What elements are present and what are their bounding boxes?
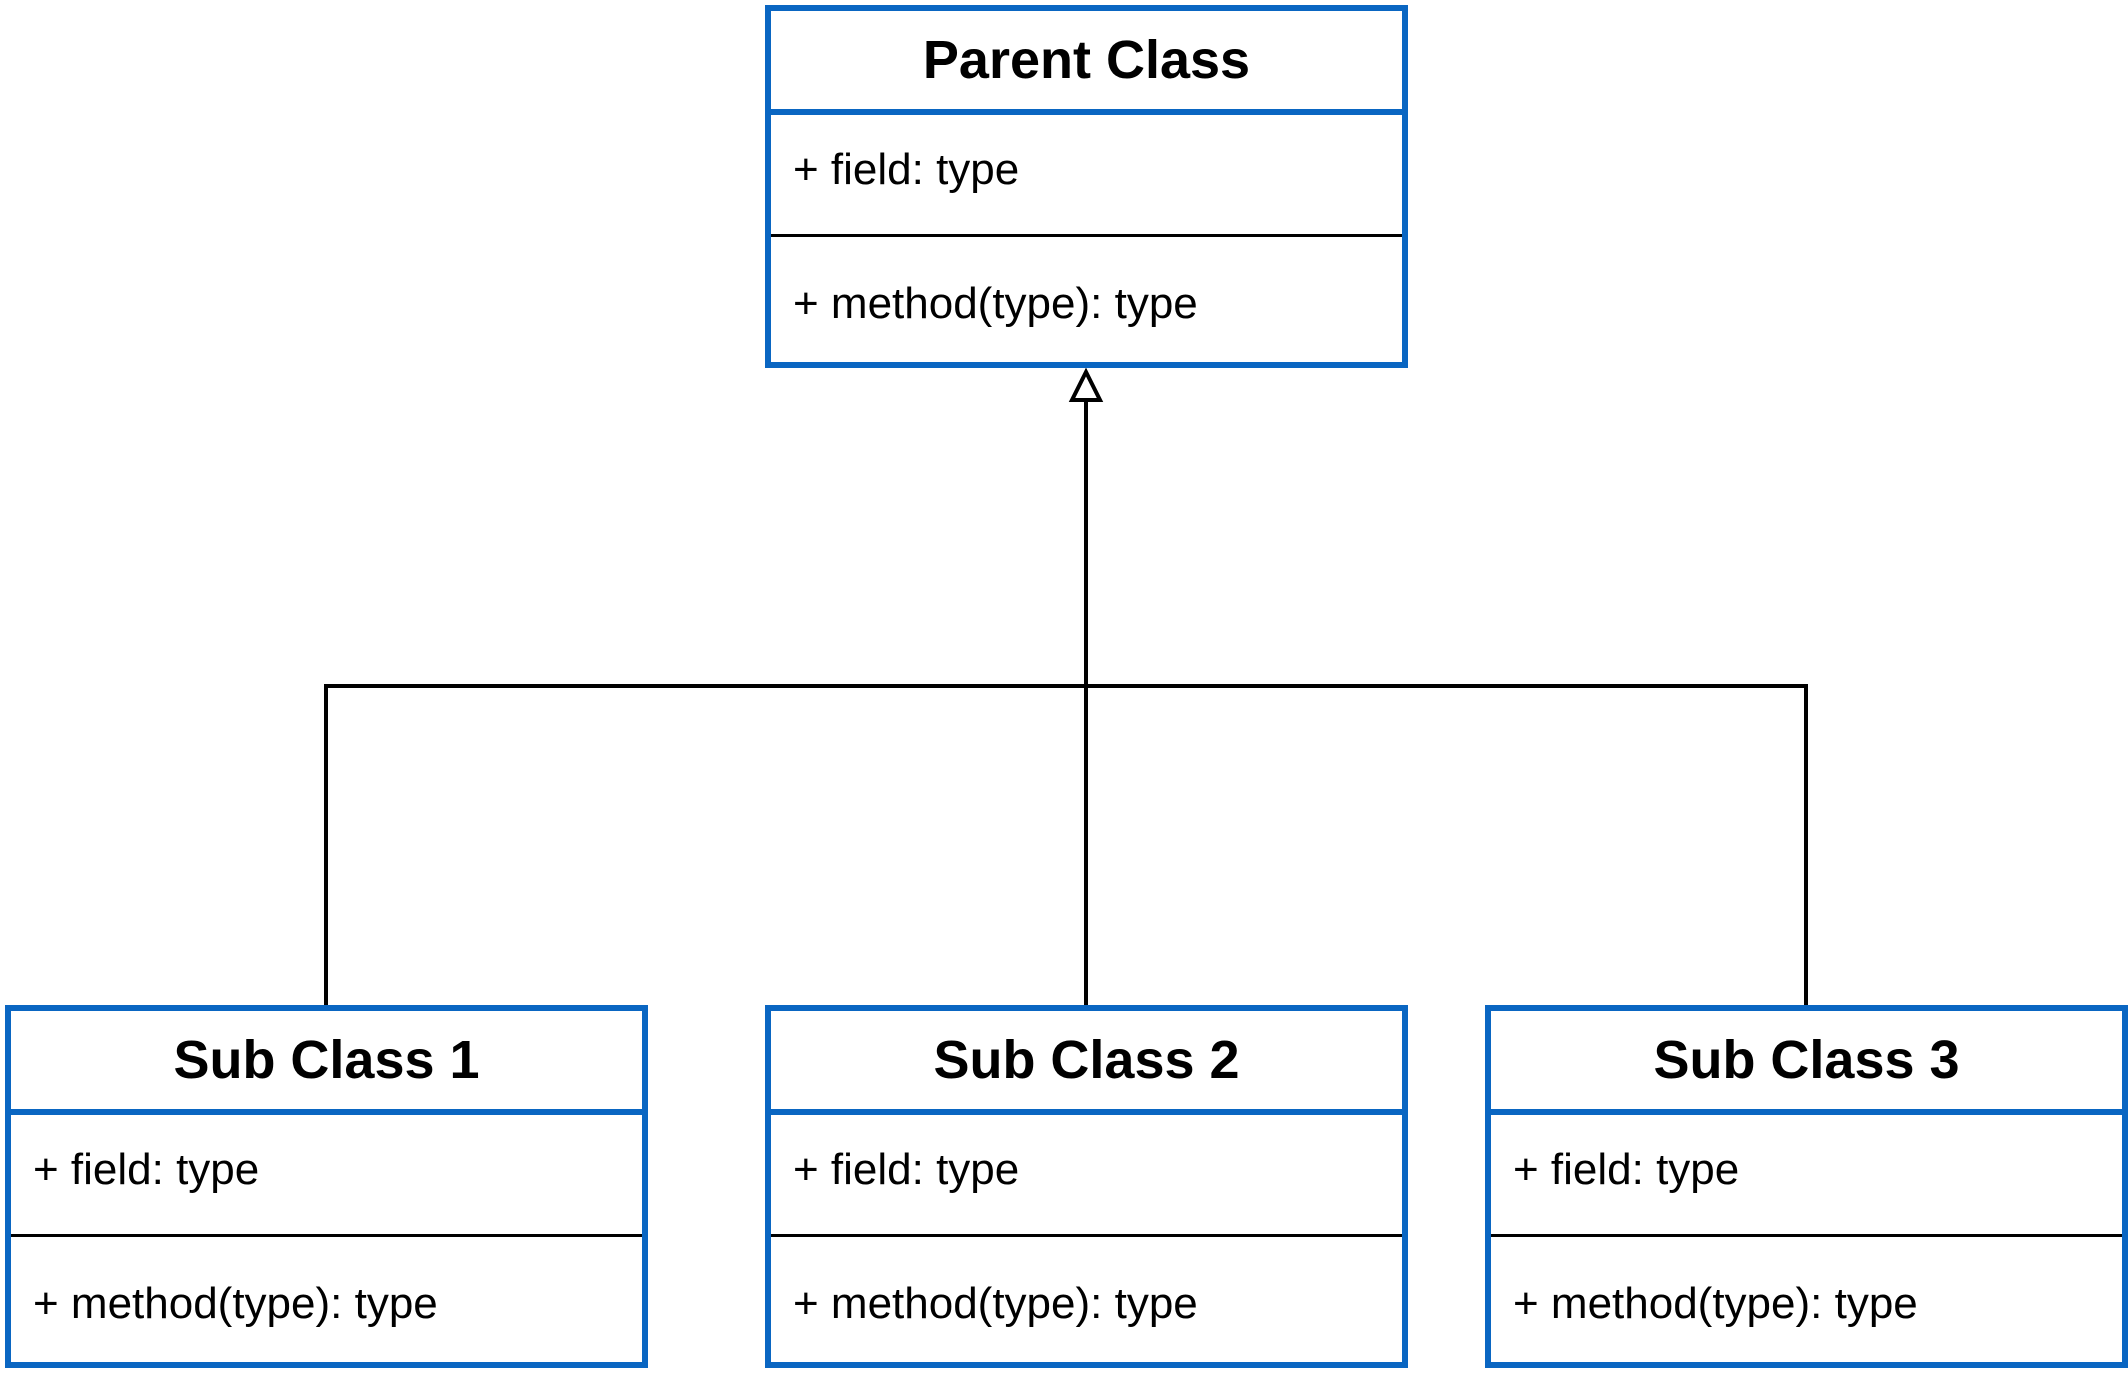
branch-line xyxy=(324,684,1808,1006)
class-box-parent[interactable]: Parent Class + field: type + method(type… xyxy=(765,5,1408,368)
class-field: + field: type xyxy=(11,1115,642,1237)
class-box-sub-3[interactable]: Sub Class 3 + field: type + method(type)… xyxy=(1485,1005,2128,1368)
class-box-sub-2[interactable]: Sub Class 2 + field: type + method(type)… xyxy=(765,1005,1408,1368)
class-name: Sub Class 2 xyxy=(771,1011,1402,1115)
class-field: + field: type xyxy=(771,1115,1402,1237)
class-field: + field: type xyxy=(771,115,1402,237)
class-box-sub-1[interactable]: Sub Class 1 + field: type + method(type)… xyxy=(5,1005,648,1368)
class-method: + method(type): type xyxy=(33,1279,438,1328)
class-name: Sub Class 3 xyxy=(1491,1011,2122,1115)
class-name: Sub Class 1 xyxy=(11,1011,642,1115)
class-field: + field: type xyxy=(1491,1115,2122,1237)
class-method: + method(type): type xyxy=(1513,1279,1918,1328)
class-method: + method(type): type xyxy=(793,279,1198,328)
class-method: + method(type): type xyxy=(793,1279,1198,1328)
class-name: Parent Class xyxy=(771,11,1402,115)
generalization-arrowhead xyxy=(1068,367,1104,402)
